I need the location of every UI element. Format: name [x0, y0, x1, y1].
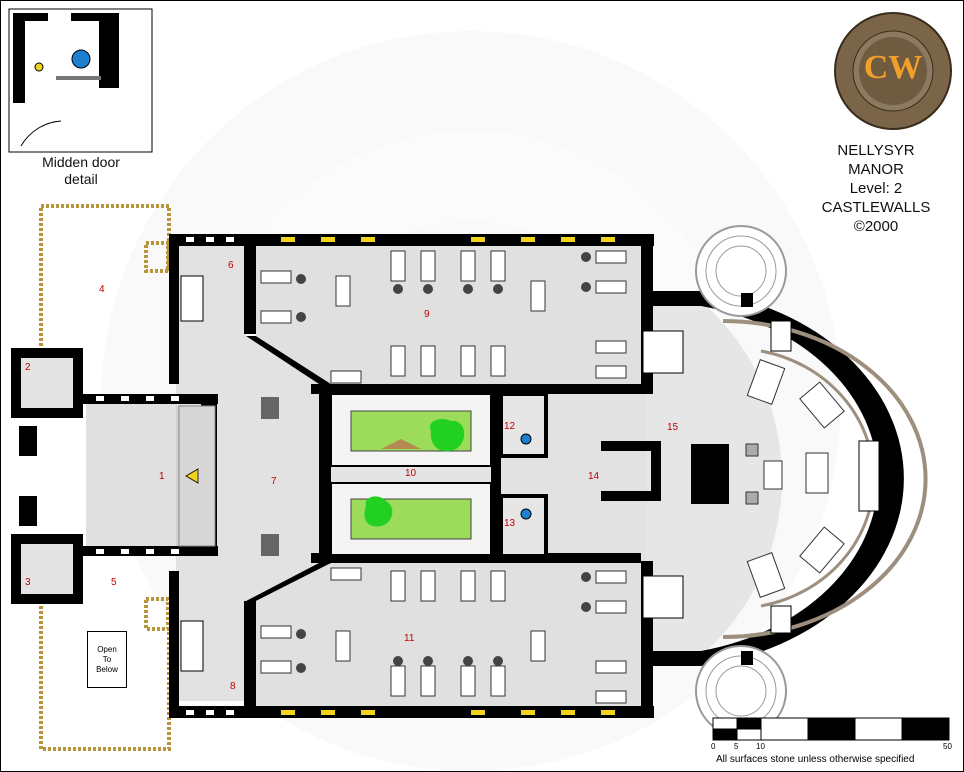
hall-stairs [642, 320, 880, 634]
room-label-7: 7 [271, 476, 277, 487]
scale-tick-label: 0 [711, 742, 716, 751]
great-hall-furniture [745, 359, 845, 598]
room-label-8: 8 [230, 681, 236, 692]
room-label-15: 15 [667, 422, 679, 433]
title-line: Level: 2 [849, 180, 903, 197]
room-label-10: 10 [405, 468, 417, 479]
title-line: CASTLEWALLS [821, 199, 931, 216]
corridor-details [178, 275, 279, 672]
map-title-block: NELLYSYR MANOR Level: 2 CASTLEWALLS ©200… [821, 141, 931, 236]
scale-tick-label: 10 [756, 742, 765, 751]
small-rooms [499, 392, 548, 558]
castlewalls-logo [834, 12, 952, 130]
title-line: NELLYSYR [837, 142, 915, 159]
surface-footnote: All surfaces stone unless otherwise spec… [716, 754, 915, 765]
garden-room [330, 393, 492, 556]
room-label-2: 2 [25, 362, 31, 373]
open-to-below-note: Open To Below [87, 631, 127, 688]
open-to-below-line: To [102, 654, 112, 664]
wall-crenels [186, 237, 234, 715]
scale-tick-label: 5 [734, 742, 739, 751]
room-label-9: 9 [424, 309, 430, 320]
scale-bar [712, 717, 950, 741]
room-label-14: 14 [588, 471, 600, 482]
room-label-5: 5 [111, 577, 117, 588]
wall-windows [281, 237, 615, 715]
open-to-below-line: Open [97, 644, 117, 654]
stair-structure [601, 441, 729, 504]
inset-caption-line: Midden door [42, 154, 120, 170]
room-label-3: 3 [25, 577, 31, 588]
room-label-13: 13 [504, 518, 516, 529]
inset-caption-line: detail [64, 171, 98, 187]
inset-detail [8, 8, 153, 153]
open-to-below-line: Below [96, 664, 118, 674]
room-label-11: 11 [404, 633, 415, 644]
scale-tick-label: 50 [943, 742, 952, 751]
title-line: ©2000 [853, 218, 899, 235]
room-label-6: 6 [228, 260, 234, 271]
great-hall [653, 225, 928, 737]
inset-caption: Midden door detail [11, 154, 151, 188]
barracks-stools [296, 252, 591, 673]
tower-rooms [11, 348, 83, 604]
room-label-12: 12 [504, 421, 516, 432]
room-label-1: 1 [159, 471, 165, 482]
room-label-4: 4 [99, 284, 105, 295]
title-line: MANOR [848, 161, 904, 178]
logo-text: CW [863, 49, 923, 86]
barracks-beds [260, 250, 627, 704]
